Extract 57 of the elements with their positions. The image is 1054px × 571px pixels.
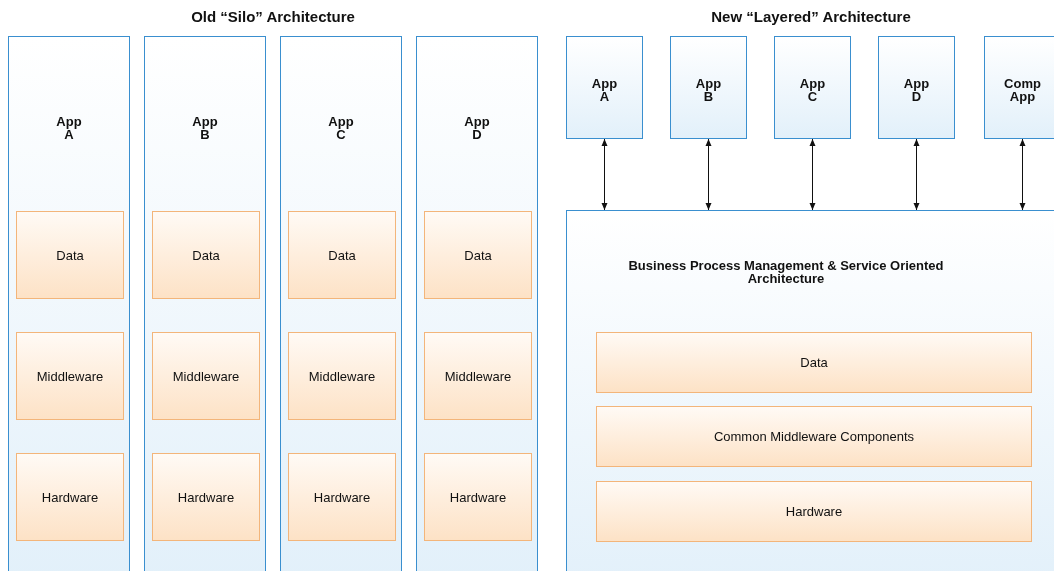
layer-label: Hardware [785, 504, 843, 519]
app-label: App C [798, 77, 827, 103]
section-heading: New “Layered” Architecture [711, 8, 911, 25]
layer-label: Middleware [36, 368, 104, 384]
double-arrow [1019, 138, 1026, 211]
layer-box [16, 453, 124, 541]
layer-box [152, 332, 260, 420]
layer-label: Data [328, 247, 356, 263]
double-arrow [913, 138, 920, 211]
column-panel [280, 36, 402, 571]
layer-label: Data [56, 247, 84, 263]
layer-box [288, 332, 396, 420]
layer-box [596, 406, 1032, 467]
app-label: App A [55, 115, 83, 141]
layer-label: Data [192, 247, 220, 263]
layer-label: Middleware [308, 368, 376, 384]
layer-label: Hardware [177, 489, 235, 505]
layer-label: Middleware [172, 368, 240, 384]
layer-box [596, 332, 1032, 393]
app-box [984, 36, 1054, 139]
layer-label: Data [800, 355, 828, 370]
layer-box [288, 453, 396, 541]
double-arrow [601, 138, 608, 211]
layer-title: Business Process Management & Service Oriented Architecture [627, 259, 945, 285]
layer-label: Hardware [41, 489, 99, 505]
layer-box [16, 332, 124, 420]
app-label: Comp App [1003, 77, 1042, 103]
layer-box [288, 211, 396, 299]
app-label: App B [191, 115, 219, 141]
app-box [878, 36, 955, 139]
app-label: App D [463, 115, 491, 141]
layer-box [152, 211, 260, 299]
layer-label: Common Middleware Components [713, 429, 915, 444]
column-panel [8, 36, 130, 571]
layer-label: Middleware [444, 368, 512, 384]
app-box [774, 36, 851, 139]
layer-box [152, 453, 260, 541]
double-arrow [809, 138, 816, 211]
section-heading: Old “Silo” Architecture [191, 8, 355, 25]
app-label: App D [902, 77, 931, 103]
app-label: App A [590, 77, 619, 103]
double-arrow [705, 138, 712, 211]
layer-box [424, 332, 532, 420]
layer-box [16, 211, 124, 299]
layer-label: Hardware [449, 489, 507, 505]
column-panel [144, 36, 266, 571]
layer-box [424, 453, 532, 541]
layer-box [424, 211, 532, 299]
layer-label: Data [464, 247, 492, 263]
app-label: App C [327, 115, 355, 141]
app-label: App B [694, 77, 723, 103]
layer-box [596, 481, 1032, 542]
app-box [670, 36, 747, 139]
column-panel [416, 36, 538, 571]
layer-panel [566, 210, 1054, 571]
layer-label: Hardware [313, 489, 371, 505]
app-box [566, 36, 643, 139]
